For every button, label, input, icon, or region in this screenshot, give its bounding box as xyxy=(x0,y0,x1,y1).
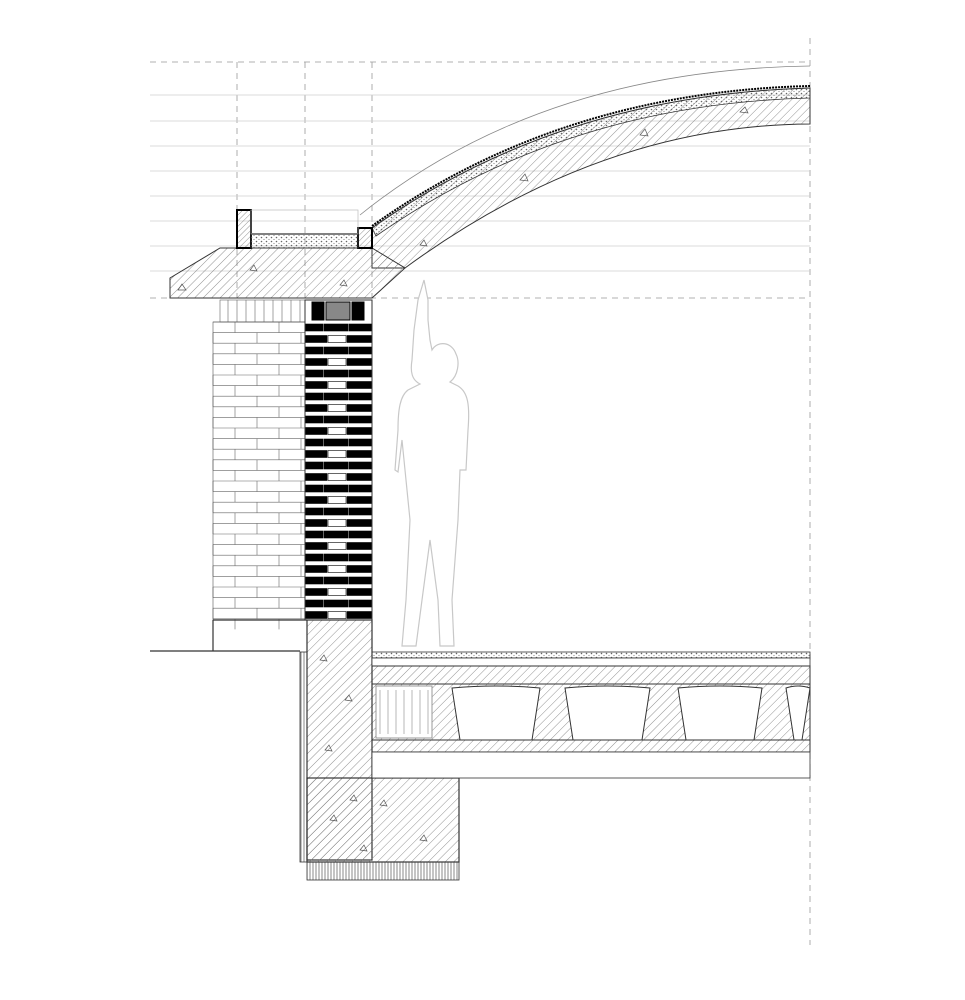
rib-void xyxy=(451,685,541,741)
brick-wall-outer xyxy=(212,299,306,630)
bond-brick xyxy=(323,530,349,539)
bond-brick xyxy=(304,427,328,435)
bond-brick xyxy=(346,450,373,458)
bond-brick xyxy=(323,576,349,585)
bond-brick xyxy=(346,335,373,343)
bond-brick xyxy=(348,530,373,539)
bond-brick xyxy=(323,392,349,401)
floor-ribbed-beams xyxy=(371,683,811,741)
bond-brick xyxy=(304,358,328,366)
bond-brick xyxy=(304,530,324,539)
vault-shell xyxy=(359,65,811,269)
bond-brick xyxy=(304,369,324,378)
bond-brick xyxy=(348,576,373,585)
bond-brick xyxy=(323,346,349,355)
bond-brick xyxy=(346,542,373,550)
bond-brick xyxy=(327,519,347,527)
bond-brick xyxy=(323,369,349,378)
bond-brick xyxy=(304,335,328,343)
bond-brick xyxy=(304,461,324,470)
bond-brick xyxy=(346,588,373,596)
brick-wall-inner-bond xyxy=(304,299,373,621)
bond-brick xyxy=(323,507,349,516)
ground-line xyxy=(150,619,307,652)
bond-brick xyxy=(327,450,347,458)
bond-brick xyxy=(348,323,373,332)
bond-brick xyxy=(323,553,349,562)
parapet-gutter xyxy=(236,209,373,249)
bond-brick xyxy=(304,473,328,481)
bond-brick xyxy=(304,542,328,550)
bond-brick xyxy=(323,461,349,470)
bond-brick xyxy=(304,450,328,458)
rib-void xyxy=(785,685,811,741)
bond-brick xyxy=(327,611,347,619)
rib-void xyxy=(677,685,763,741)
bond-brick xyxy=(323,438,349,447)
human-figure xyxy=(394,279,470,647)
bond-brick xyxy=(346,381,373,389)
bond-brick xyxy=(346,473,373,481)
bond-brick xyxy=(348,438,373,447)
bond-brick xyxy=(323,323,349,332)
bond-brick xyxy=(304,438,324,447)
bond-brick xyxy=(348,599,373,608)
bond-brick xyxy=(348,392,373,401)
bond-brick xyxy=(327,565,347,573)
bond-brick xyxy=(346,404,373,412)
bond-brick xyxy=(327,588,347,596)
bond-brick xyxy=(304,404,328,412)
bond-brick xyxy=(346,427,373,435)
bond-brick xyxy=(348,553,373,562)
bond-brick xyxy=(304,519,328,527)
header-brick xyxy=(351,301,365,321)
floor-slab xyxy=(371,651,811,779)
header-brick xyxy=(311,301,325,321)
bond-brick xyxy=(304,415,324,424)
bond-brick xyxy=(304,323,324,332)
bond-brick xyxy=(327,473,347,481)
bond-brick xyxy=(304,553,324,562)
bond-brick xyxy=(348,415,373,424)
bond-brick xyxy=(348,369,373,378)
bond-brick xyxy=(327,358,347,366)
header-brick xyxy=(325,301,351,321)
bond-brick xyxy=(323,415,349,424)
bond-brick xyxy=(323,599,349,608)
bond-brick xyxy=(304,588,328,596)
bond-brick xyxy=(346,611,373,619)
bond-brick xyxy=(327,335,347,343)
bond-brick xyxy=(304,496,328,504)
bond-brick xyxy=(348,484,373,493)
bond-brick xyxy=(346,519,373,527)
foundation-footing xyxy=(306,777,460,881)
bond-brick xyxy=(348,507,373,516)
bond-brick xyxy=(304,392,324,401)
bond-brick xyxy=(327,404,347,412)
bond-brick xyxy=(327,496,347,504)
bond-brick xyxy=(304,381,328,389)
bond-brick xyxy=(327,427,347,435)
bond-brick xyxy=(304,611,328,619)
bond-brick xyxy=(323,484,349,493)
brick-wall-outline xyxy=(212,321,306,621)
bond-brick xyxy=(304,346,324,355)
bond-brick xyxy=(346,496,373,504)
bond-brick xyxy=(346,358,373,366)
roof-edge-slab xyxy=(169,247,406,299)
bond-brick xyxy=(304,484,324,493)
bond-brick xyxy=(304,576,324,585)
bond-brick xyxy=(327,381,347,389)
bond-brick xyxy=(304,599,324,608)
bond-brick xyxy=(327,542,347,550)
bond-brick xyxy=(346,565,373,573)
bond-brick xyxy=(348,346,373,355)
bond-brick xyxy=(348,461,373,470)
rib-void xyxy=(564,685,651,741)
bond-brick xyxy=(304,565,328,573)
bond-brick xyxy=(304,507,324,516)
